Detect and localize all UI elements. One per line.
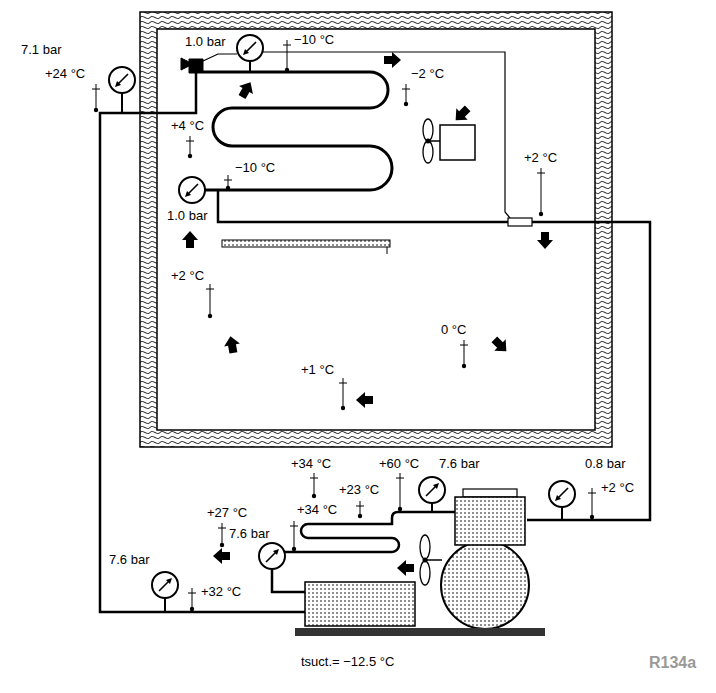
pressure-gauge xyxy=(549,481,575,507)
compressor xyxy=(441,489,529,629)
air-flow-arrow xyxy=(356,392,373,408)
air-flow-arrow xyxy=(384,52,401,68)
temperature-label: +60 °C xyxy=(378,456,420,471)
cabinet-insulation xyxy=(140,12,612,447)
temperature-label: +32 °C xyxy=(200,584,242,599)
thermometer-symbol xyxy=(206,284,214,318)
pressure-gauge xyxy=(237,35,263,61)
temperature-label: +2 °C xyxy=(170,268,205,283)
air-flow-arrow xyxy=(182,231,198,248)
air-flow-arrow xyxy=(450,103,473,126)
liquid-line xyxy=(100,73,305,612)
gauge-stems xyxy=(122,61,562,612)
pressure-label: 0.8 bar xyxy=(584,456,626,471)
pressure-gauge xyxy=(259,543,285,569)
pressure-label: 7.6 bar xyxy=(438,456,480,471)
thermometer-symbol xyxy=(396,473,404,511)
pressure-gauge xyxy=(109,67,135,93)
thermometer-symbol xyxy=(339,378,347,410)
thermometer-symbol xyxy=(310,473,318,498)
machine-base xyxy=(295,628,545,636)
thermometer-symbol xyxy=(537,168,545,216)
pressure-label: 1.0 bar xyxy=(166,208,208,223)
suction-line xyxy=(218,190,650,520)
thermometer-symbol xyxy=(218,523,226,547)
air-flow-arrow xyxy=(397,560,414,576)
caption: tsuct.= −12.5 °C xyxy=(300,654,395,669)
evaporator-coil xyxy=(203,72,392,190)
thermometer-symbol xyxy=(402,84,410,106)
refrigerant-label: R134a xyxy=(648,654,697,672)
receiver-inlet xyxy=(272,569,305,592)
air-flow-arrow xyxy=(223,335,242,355)
pressure-gauge xyxy=(179,177,205,203)
pressure-gauge xyxy=(152,572,178,598)
air-arrows xyxy=(182,52,553,576)
temperature-label: +34 °C xyxy=(290,456,332,471)
thermometers xyxy=(92,40,596,611)
temperature-label: −10 °C xyxy=(293,32,335,47)
temperature-label: +27 °C xyxy=(206,505,248,520)
temperature-label: +34 °C xyxy=(296,502,338,517)
gauges xyxy=(109,35,575,598)
temperature-label: +4 °C xyxy=(170,118,205,133)
temperature-label: +24 °C xyxy=(44,66,86,81)
thermometer-symbol xyxy=(92,84,100,112)
pressure-label: 7.6 bar xyxy=(108,552,150,567)
expansion-valve xyxy=(181,58,203,73)
thermometer-symbol xyxy=(283,40,291,72)
pressure-gauge xyxy=(419,477,445,503)
air-flow-arrow xyxy=(537,232,553,249)
temperature-label: −2 °C xyxy=(410,66,445,81)
temperature-label: 0 °C xyxy=(440,322,467,337)
pressure-label: 1.0 bar xyxy=(184,34,226,49)
condenser-fan xyxy=(420,535,442,585)
temperature-label: −10 °C xyxy=(234,160,276,175)
thermometer-symbol xyxy=(186,136,194,158)
temperature-label: +2 °C xyxy=(600,480,635,495)
temperature-label: +1 °C xyxy=(300,362,335,377)
thermometer-symbol xyxy=(224,175,232,190)
thermometer-symbol xyxy=(356,501,364,518)
pressure-label: 7.6 bar xyxy=(228,526,270,541)
thermometer-symbol xyxy=(290,521,298,551)
pressure-label: 7.1 bar xyxy=(20,42,62,57)
thermometer-symbol xyxy=(460,340,468,368)
drip-tray xyxy=(222,240,390,247)
drip-tray-drain xyxy=(387,247,388,254)
sensing-bulb xyxy=(508,218,532,226)
thermometer-symbol xyxy=(588,488,596,519)
temperature-label: +2 °C xyxy=(523,150,558,165)
receiver xyxy=(305,582,415,626)
capillary-tube xyxy=(203,52,510,218)
temperature-label: +23 °C xyxy=(338,482,380,497)
air-flow-arrow xyxy=(489,334,512,357)
air-flow-arrow xyxy=(213,548,230,564)
thermometer-symbol xyxy=(188,588,196,611)
air-flow-arrow xyxy=(235,78,257,101)
evaporator-fan xyxy=(423,119,475,163)
